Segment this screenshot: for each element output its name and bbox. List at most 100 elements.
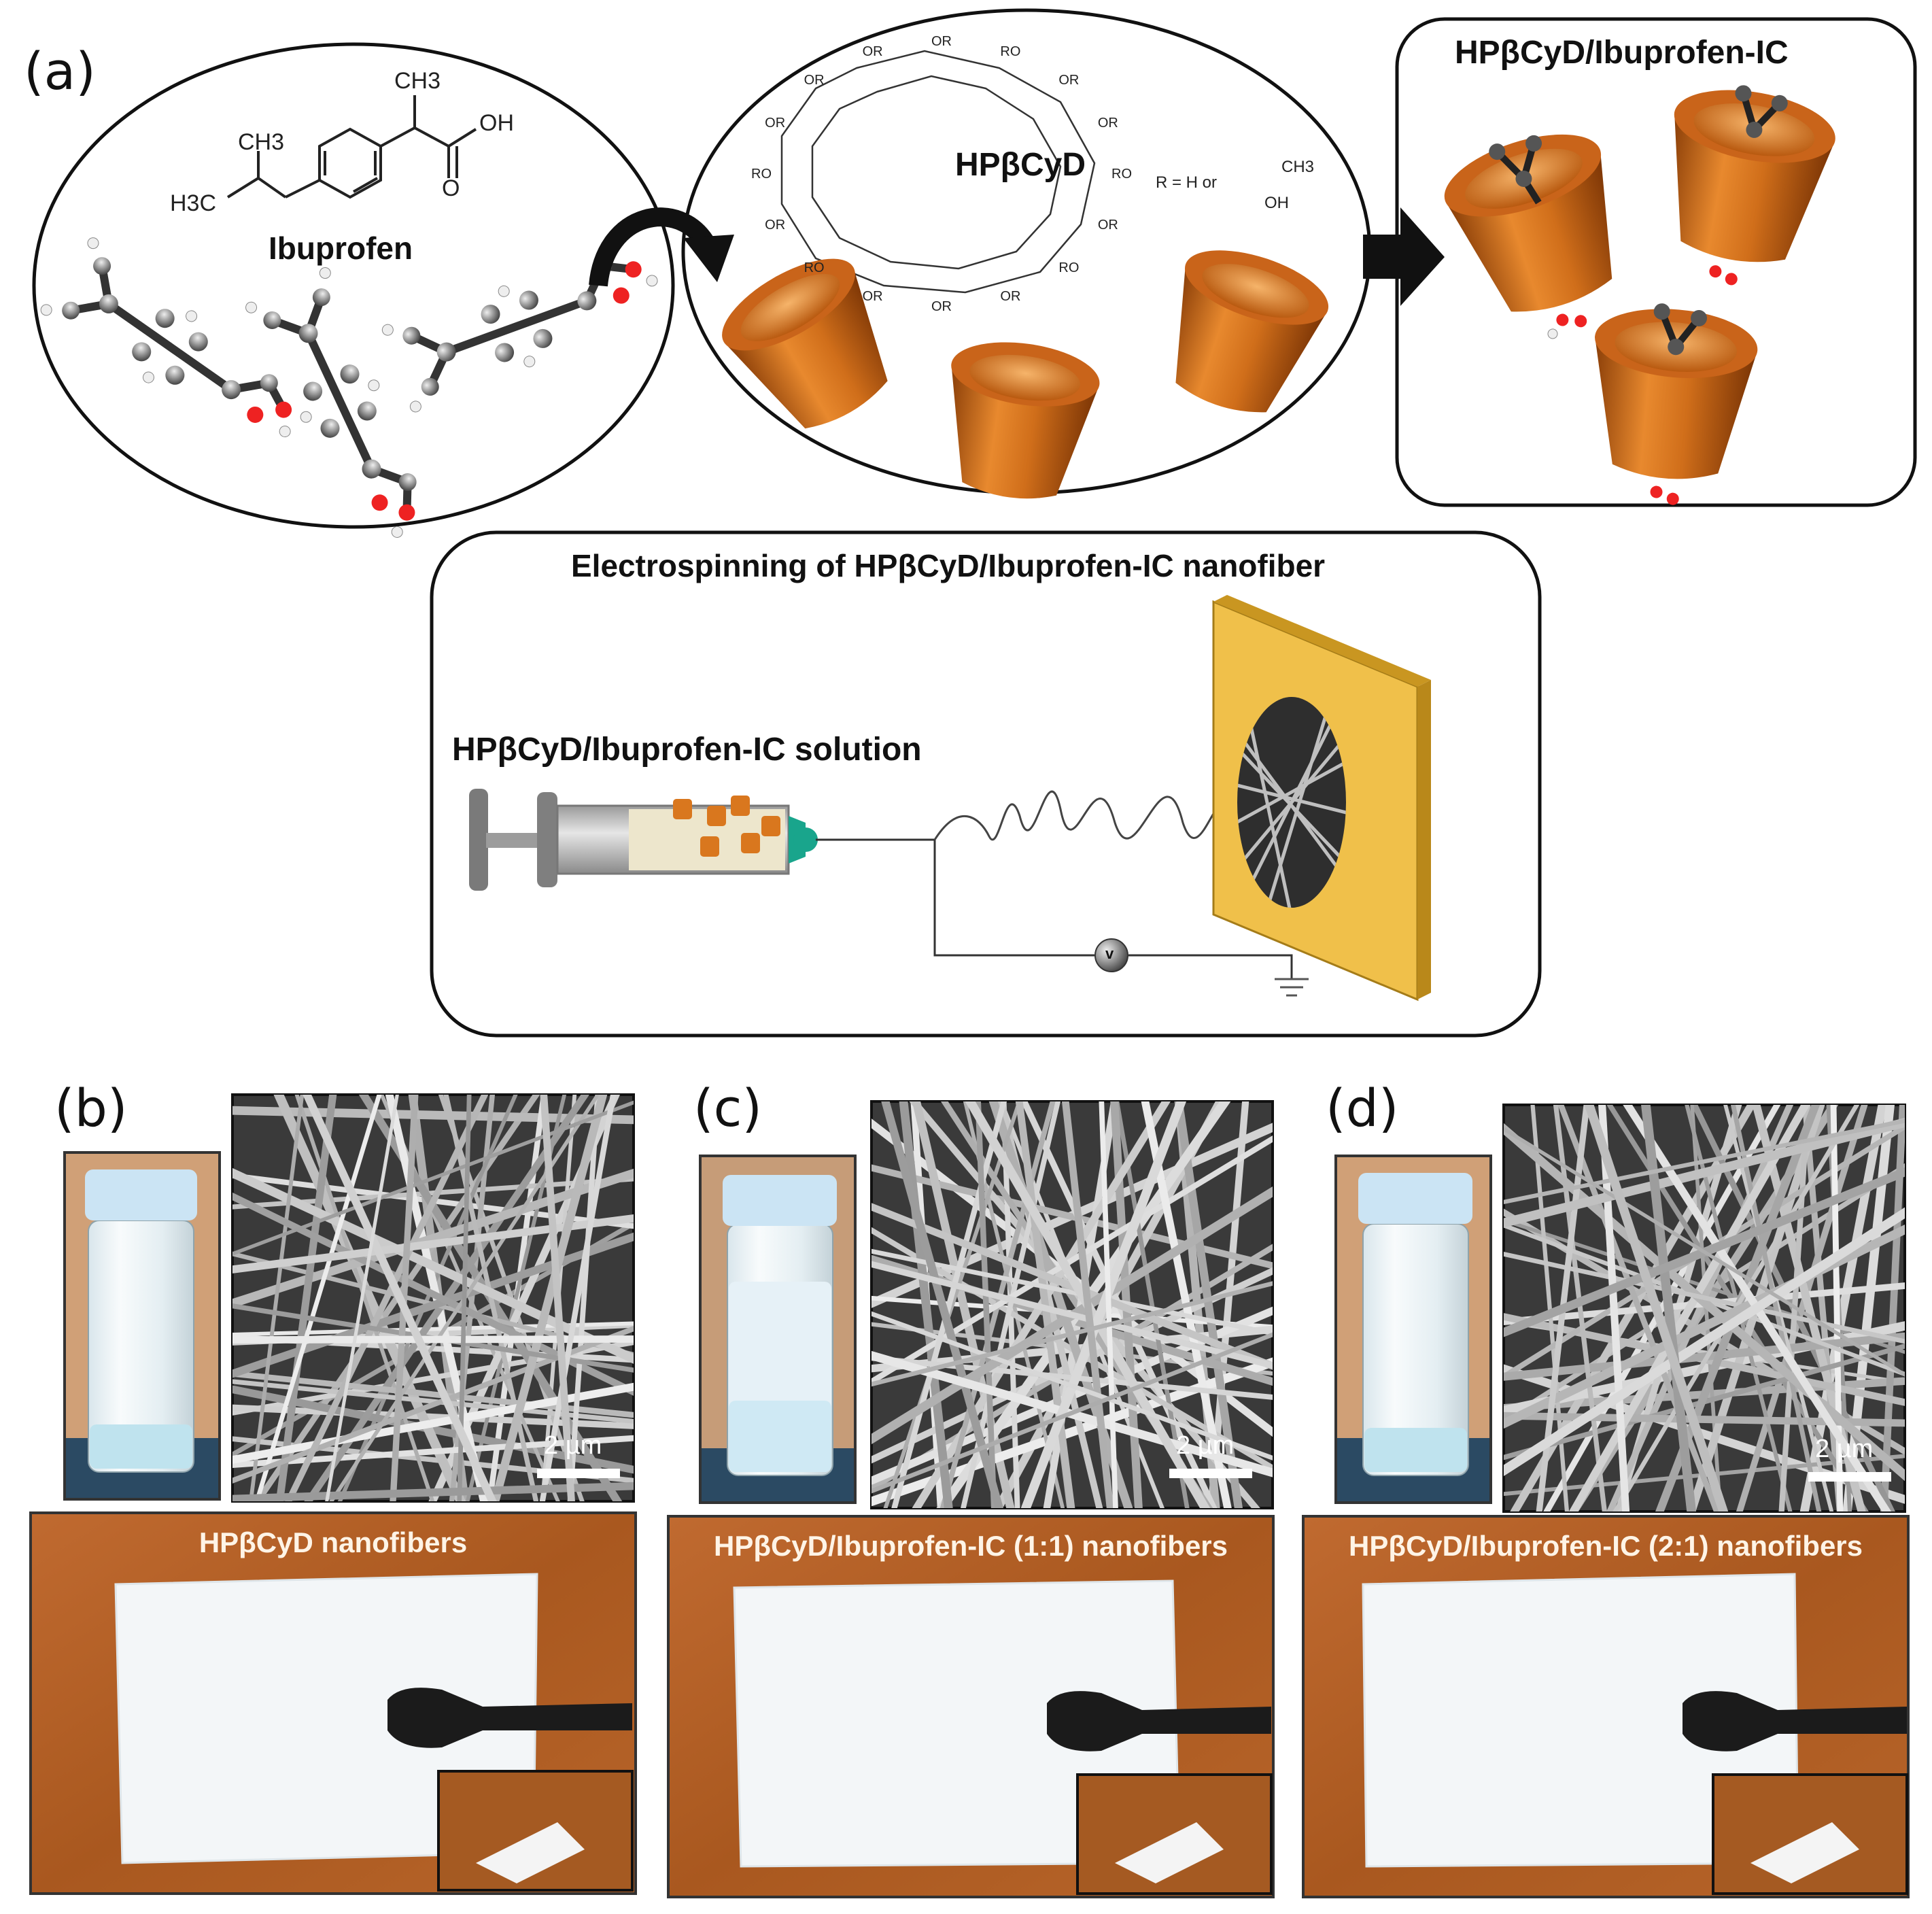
inset-b [437,1770,634,1892]
sem-fiber [1099,1101,1118,1508]
sem-fiber [1641,1105,1697,1511]
ring-substituent: OR [1097,116,1118,131]
ring-substituent: OR [1058,73,1080,88]
sem-fiber [1061,1101,1114,1508]
ring-substituent: RO [1000,44,1021,59]
panel-a-group [32,8,1917,581]
sem-fiber [1830,1105,1844,1511]
panel-label-a: (a) [24,41,96,101]
sem-fibers-d [1504,1105,1905,1511]
sem-fiber [254,1095,382,1501]
ibuprofen-molecule-models [40,141,702,581]
ibuprofen-ch3-top: CH3 [394,68,441,94]
vial-cap-c [723,1175,837,1226]
sem-fiber [337,1095,518,1501]
ring-substituent: RO [751,167,772,182]
ibuprofen-h3c: H3C [170,190,217,216]
sem-fiber [232,1232,634,1378]
sem-fiber [872,1135,1273,1385]
panel-b-group [29,1093,637,1895]
hpbcyd-ring-structure [780,50,1096,294]
sem-fibers-c [872,1101,1273,1508]
photo-label-b: HPβCyD nanofibers [199,1526,468,1558]
scale-text-c: 2 µm [1176,1431,1235,1460]
sem-fiber [539,1095,617,1501]
sem-fiber [1504,1224,1905,1429]
vial-cap-b [85,1169,197,1220]
sem-fiber [1504,1118,1905,1205]
r-definition: R = H or [1156,173,1218,192]
sem-fiber [232,1325,634,1484]
sem-fiber [891,1101,1007,1508]
arrow-right-icon [1363,207,1445,306]
sem-fiber [1504,1332,1905,1381]
solution-label: HPβCyD/Ibuprofen-IC solution [452,732,922,768]
scale-bar-b [537,1469,620,1478]
sem-fiber [285,1095,489,1501]
sem-fiber [1568,1105,1810,1511]
inclusion-complex-cups [1444,85,1835,505]
sem-fiber [1504,1251,1905,1344]
photo-label-c: HPβCyD/Ibuprofen-IC (1:1) nanofibers [714,1530,1228,1562]
ibuprofen-oh: OH [479,110,514,136]
collector-plate [1212,595,1431,1002]
ring-substituent: RO [1058,260,1080,275]
sem-fiber [1584,1105,1729,1511]
sem-fiber [294,1095,435,1501]
ring-substituent: OR [862,289,883,305]
sem-fibers-b [232,1095,634,1501]
sem-fiber [1020,1101,1187,1508]
sem-fiber [1504,1127,1905,1377]
inclusion-complex-title: HPβCyD/Ibuprofen-IC [1455,35,1789,71]
vial-cap-d [1358,1173,1472,1224]
sem-fiber [1606,1105,1794,1511]
panel-label-d: (d) [1326,1078,1399,1138]
sem-fiber [275,1095,337,1501]
scale-text-b: 2 µm [544,1431,602,1460]
hpbcyd-label: HPβCyD [955,147,1086,183]
sem-fiber [975,1101,997,1508]
panel-d-group [1302,1104,1910,1898]
sem-fiber [1504,1207,1905,1477]
sem-fiber [249,1095,305,1501]
sem-fiber [457,1095,472,1501]
r-oh: OH [1264,194,1289,212]
sem-fiber [232,1100,634,1256]
sem-fiber [273,1095,466,1501]
panel-label-b: (b) [54,1078,128,1138]
panel-c-group [667,1100,1275,1898]
ring-substituent: OR [931,299,952,314]
ring-substituent: RO [1111,167,1132,182]
ring-substituent: OR [804,73,825,88]
electrospinning-group [430,530,1542,1038]
r-ch3: CH3 [1281,158,1315,176]
ring-substituent: OR [862,44,883,59]
ibuprofen-ch3-left: CH3 [238,129,285,155]
ibuprofen-label: Ibuprofen [269,230,413,266]
sem-fiber [540,1095,575,1501]
spatula-d [1683,1691,1907,1751]
sem-fiber [988,1101,1133,1508]
electrospinning-title: Electrospinning of HPβCyD/Ibuprofen-IC n… [571,548,1326,583]
scale-bar-d [1808,1472,1891,1482]
sem-fiber [872,1261,1273,1369]
circuit-wire [816,838,1094,957]
ibuprofen-ellipse [32,42,675,529]
ibuprofen-o: O [442,175,460,201]
ring-substituent: OR [931,34,952,49]
ring-substituent: OR [1097,217,1118,233]
curved-arrow-icon [589,207,716,287]
cyclodextrin-cups [722,250,1329,499]
sem-fiber [232,1192,634,1396]
ibuprofen-structure [226,95,477,199]
sem-fiber [899,1101,953,1508]
sem-fiber [303,1095,497,1501]
sem-fiber [449,1095,496,1501]
sem-fiber [872,1332,1273,1494]
polymer-jet [933,790,1255,851]
curved-arrow-head [683,235,734,282]
photo-label-d: HPβCyD/Ibuprofen-IC (2:1) nanofibers [1349,1530,1863,1562]
sem-fiber [490,1095,608,1501]
sem-fiber [567,1095,601,1501]
